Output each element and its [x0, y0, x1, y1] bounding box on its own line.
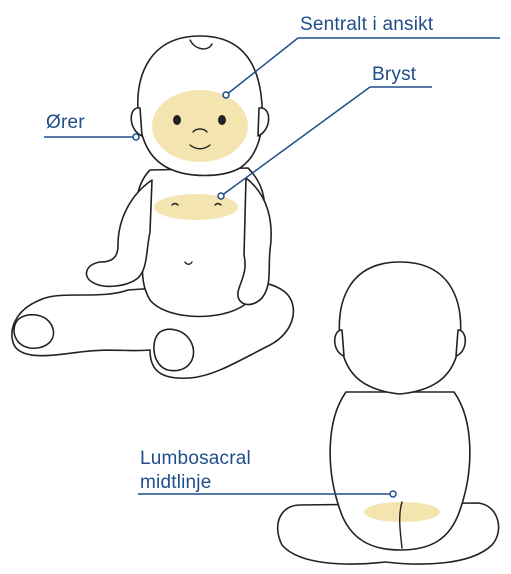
lumbosacral-zone: [364, 502, 440, 522]
label-ears: Ører: [46, 112, 85, 133]
label-face-group: Sentralt i ansikt: [223, 14, 500, 98]
face-zone: [152, 90, 248, 162]
label-lumbosacral-line1: Lumbosacral: [140, 448, 251, 469]
baby-back-head: [339, 262, 460, 394]
baby-left-foot: [14, 315, 53, 349]
sitting-baby-figure: [12, 36, 293, 378]
chest-zone: [154, 194, 238, 220]
baby-left-arm: [86, 180, 152, 286]
label-chest-dot: [218, 193, 224, 199]
baby-right-ear: [258, 108, 269, 136]
baby-left-ear: [131, 108, 142, 136]
label-lumbosacral-dot: [390, 491, 396, 497]
label-face: Sentralt i ansikt: [300, 14, 434, 35]
baby-right-eye: [218, 115, 226, 125]
label-lumbosacral-line2: midtlinje: [140, 472, 212, 493]
label-ears-group: Ører: [44, 112, 139, 140]
label-chest: Bryst: [372, 64, 417, 85]
baby-back-right-ear: [456, 330, 465, 356]
back-view-baby-figure: [278, 262, 499, 564]
label-ears-dot: [133, 134, 139, 140]
label-face-dot: [223, 92, 229, 98]
baby-left-eye: [173, 115, 181, 125]
baby-back-left-ear: [335, 330, 344, 356]
